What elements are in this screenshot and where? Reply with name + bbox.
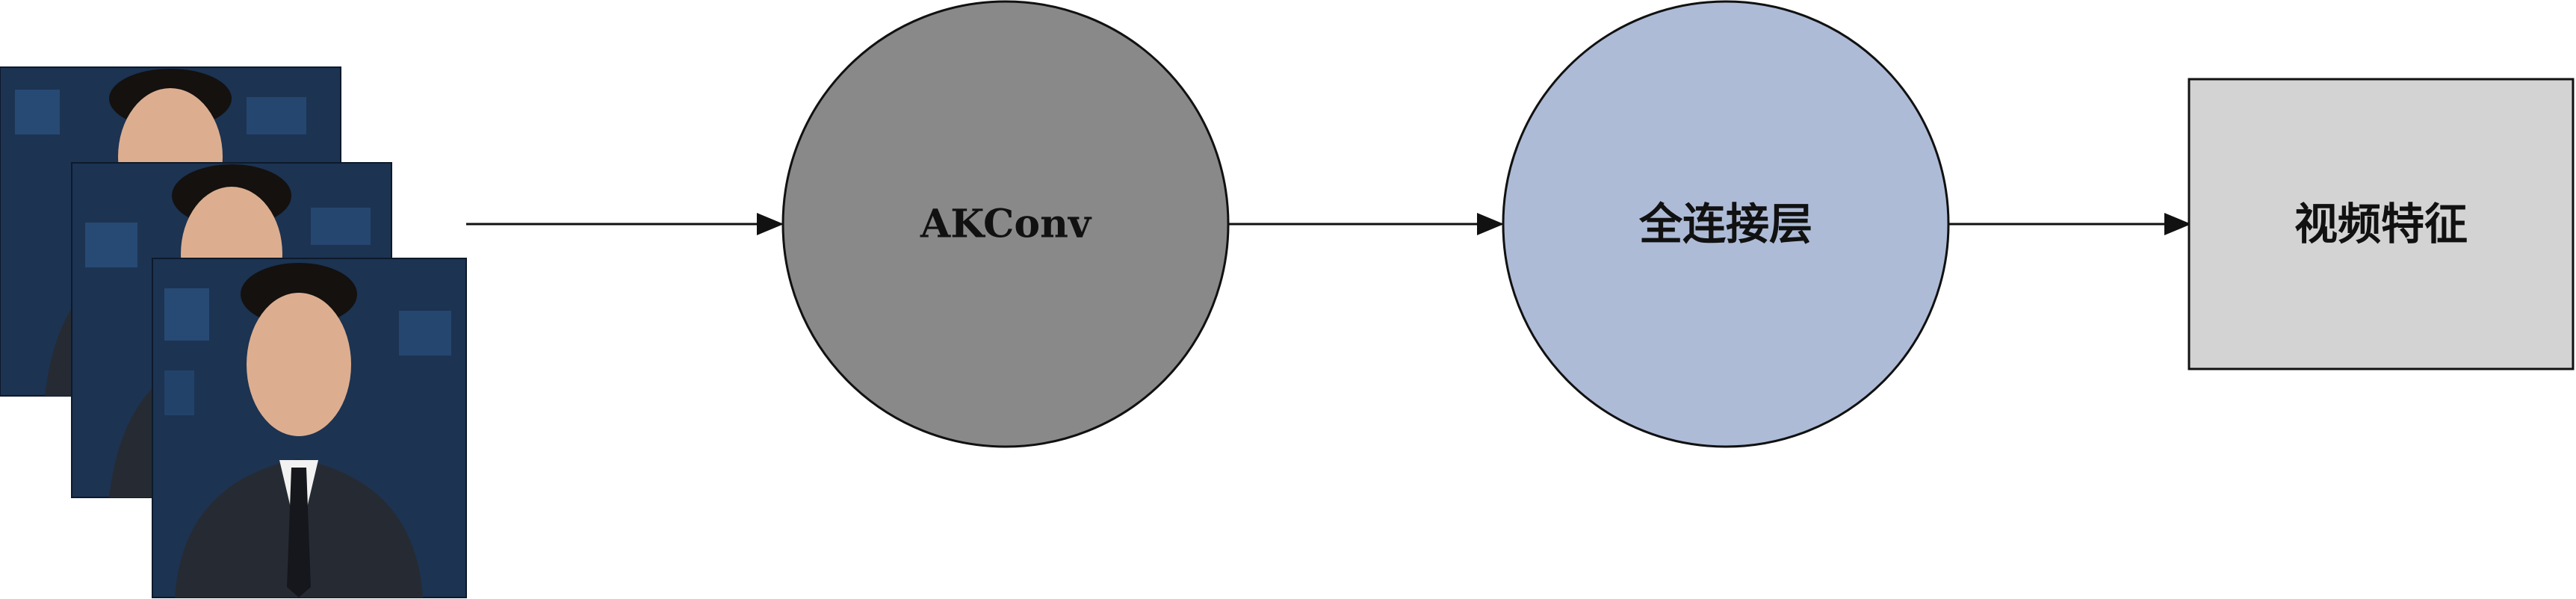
fully-connected-label: 全连接层 [1638, 199, 1812, 249]
fully-connected-node: 全连接层 [1502, 0, 1950, 448]
video-frame-front [152, 258, 467, 598]
video-features-label: 视频特征 [2294, 199, 2468, 249]
video-features-node: 视频特征 [2188, 78, 2575, 370]
input-frames-stack [0, 66, 467, 598]
akconv-circle [781, 0, 1230, 448]
video-features-box [2188, 78, 2575, 370]
akconv-node: AKConv [781, 0, 1230, 448]
akconv-label: AKConv [920, 202, 1092, 247]
fully-connected-circle [1502, 0, 1950, 448]
